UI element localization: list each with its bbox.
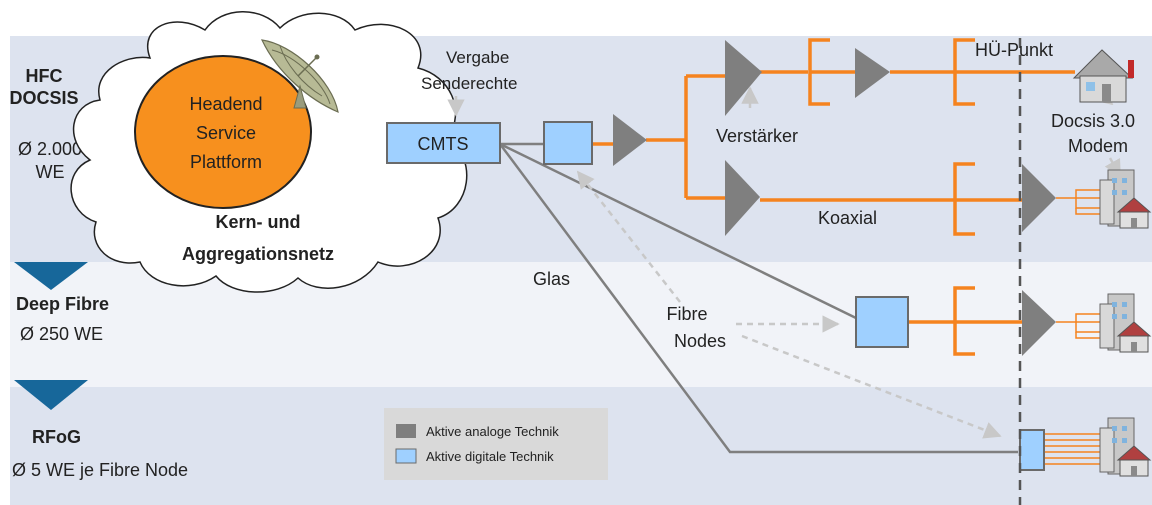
cmts-box [386,122,501,164]
amplifier-upper-2 [855,48,890,98]
headend-label-3: Plattform [190,152,262,172]
hue-punkt-label: HÜ-Punkt [975,40,1053,60]
section-hfc-title-1: HFC [26,66,63,86]
legend-background [384,408,608,480]
headend-label-2: Service [196,123,256,143]
building-icon-hfc [1099,169,1152,229]
amplifier-hfc-end [1022,164,1056,232]
vergabe-label-2: Senderechte [421,74,517,93]
modem-label-2: Modem [1068,136,1128,156]
amplifier-deep-end [1022,290,1056,356]
down-arrow-rfog [14,380,88,410]
verstaerker-label: Verstärker [716,126,798,146]
modem-label-1: Docsis 3.0 [1051,111,1135,131]
house-drops [1044,189,1110,465]
vergabe-label-1: Vergabe [446,48,509,67]
amplifier-upper [725,40,762,116]
legend-swatch-analog [396,424,416,438]
koaxial-label: Koaxial [818,208,877,228]
cmts-label: CMTS [418,134,469,154]
legend: Aktive analoge Technik Aktive digitale T… [384,408,608,480]
section-deep-fibre-size: Ø 250 WE [20,324,103,344]
deep-fibre-node [855,296,909,348]
section-hfc-size-2: WE [36,162,65,182]
fibre-nodes-label-2: Nodes [674,331,726,351]
headend-ellipse [134,55,312,209]
amplifiers [613,40,1056,356]
building-icon-deep-fibre [1099,293,1152,353]
amplifier-node-out [613,114,647,166]
satellite-dish-icon [260,39,339,113]
coax-lines [592,38,1075,356]
house-icon [1072,49,1134,103]
rfog-fibre-node [1019,429,1045,471]
building-icon-rfog [1099,417,1152,477]
glass-fiber-lines [498,142,1018,454]
down-arrow-deep-fibre [14,262,88,290]
section-rfog-title: RFoG [32,427,81,447]
legend-label-analog: Aktive analoge Technik [426,424,559,439]
section-rfog-size: Ø 5 WE je Fibre Node [12,460,188,480]
section-hfc-title-2: DOCSIS [9,88,78,108]
legend-swatch-digital [395,448,417,464]
glas-label: Glas [533,269,570,289]
amplifier-lower [725,160,760,236]
core-network-label-2: Aggregationsnetz [182,244,334,264]
core-network-label-1: Kern- und [216,212,301,232]
section-deep-fibre-title: Deep Fibre [16,294,109,314]
fibre-nodes-label-1: Fibre [666,304,707,324]
legend-label-digital: Aktive digitale Technik [426,449,554,464]
headend-label-1: Headend [189,94,262,114]
hfc-fibre-node [543,121,593,165]
section-hfc-size-1: Ø 2.000 [18,139,82,159]
